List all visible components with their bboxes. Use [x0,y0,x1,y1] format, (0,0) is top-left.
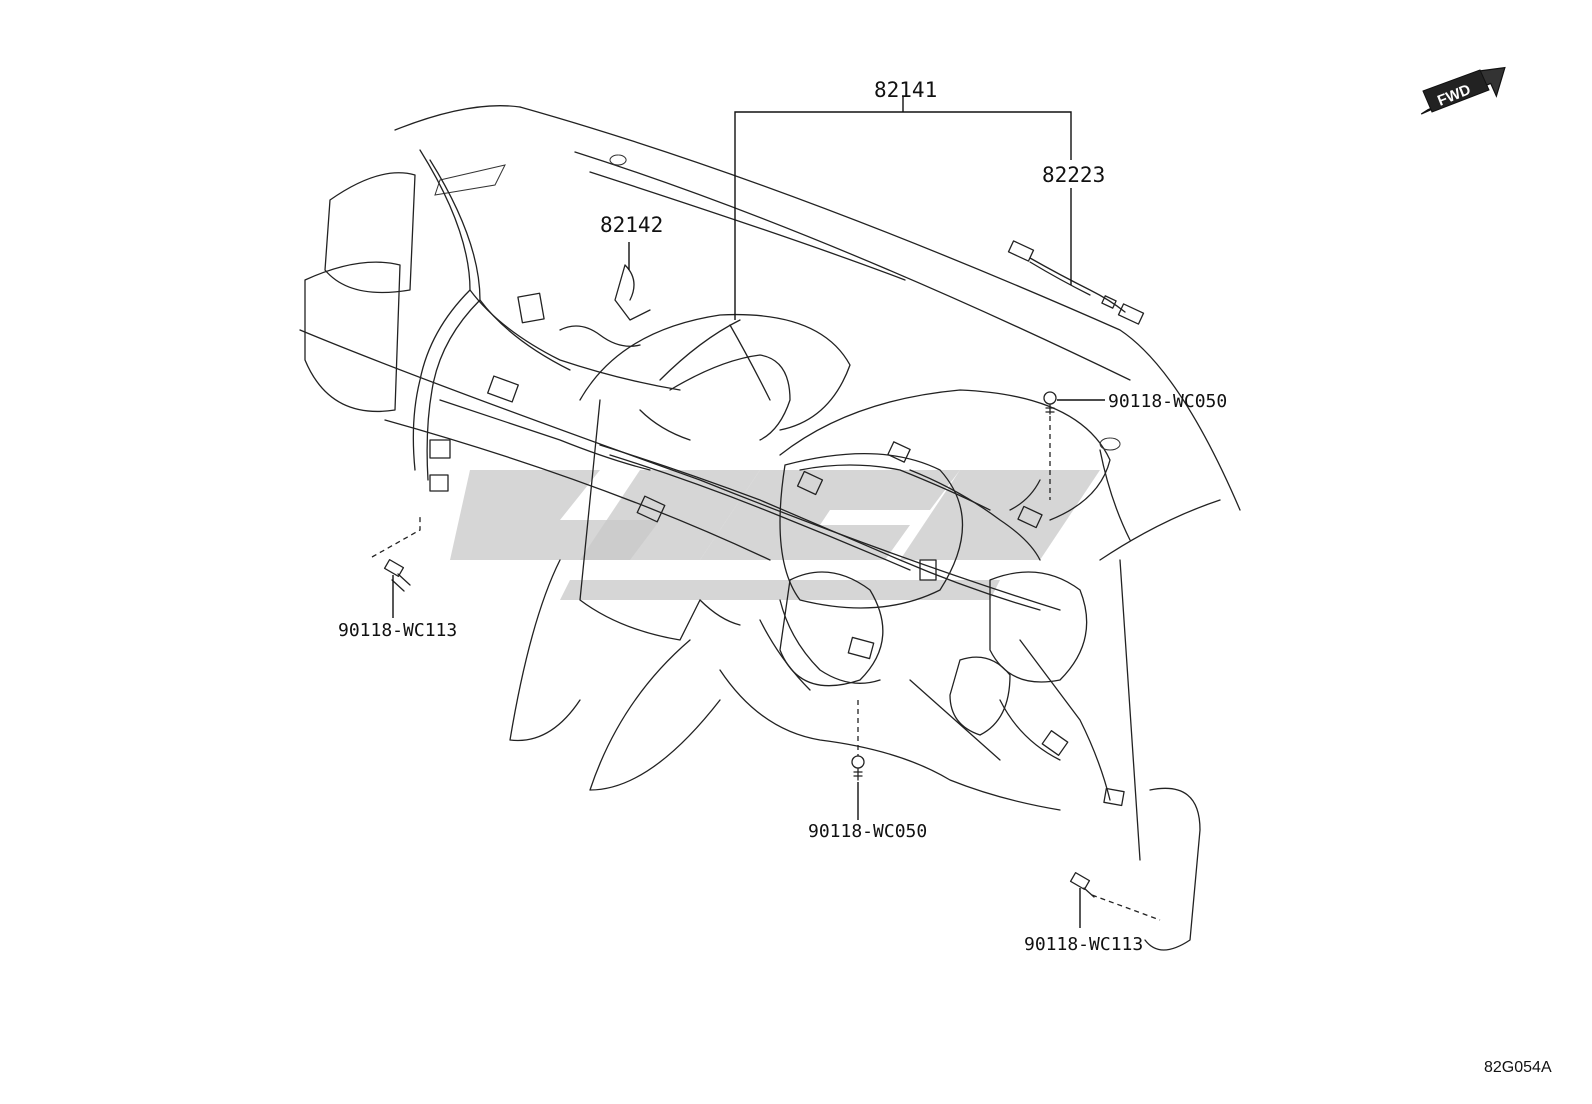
leader-lines [392,97,1105,928]
fwd-arrow-icon: FWD [1420,66,1506,115]
bolt-90118-WC113-left [383,559,411,592]
install-guide-lines [371,416,1161,921]
bolt-90118-WC050-lower [851,755,865,781]
part-label-82141: 82141 [874,78,937,102]
dashboard-panel-outline [299,105,1241,951]
watermark-logo [450,470,1100,600]
bolt-90118-WC113-right [1069,872,1095,898]
part-label-90118-WC050-lower: 90118-WC050 [808,821,927,842]
part-label-90118-WC113-left: 90118-WC113 [338,620,457,641]
part-label-82142: 82142 [600,213,663,237]
part-label-90118-WC113-right: 90118-WC113 [1024,934,1143,955]
drawing-code: 82G054A [1484,1059,1552,1076]
part-label-90118-WC050-upper: 90118-WC050 [1108,391,1227,412]
wire-harness [412,149,1131,807]
bolt-90118-WC050-upper [1043,391,1057,415]
sub-harness-82223 [1007,240,1145,325]
part-label-82223: 82223 [1042,163,1105,187]
